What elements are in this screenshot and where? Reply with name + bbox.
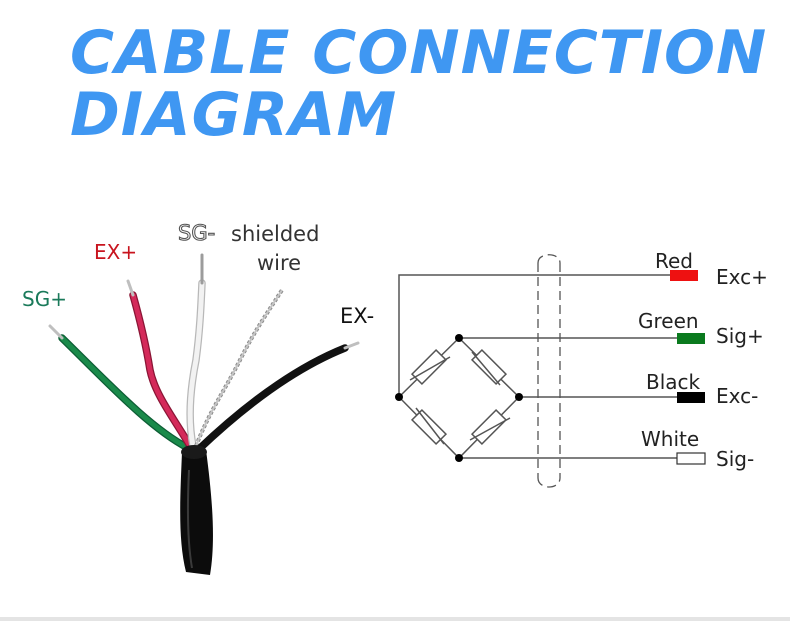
node-left [395,393,403,401]
wire-green-name: Green [638,309,699,333]
title-line-1: CABLE CONNECTION [70,18,768,88]
black-wire [194,344,349,454]
wire-red-signal: Exc+ [716,265,768,289]
strain-gauge-4 [469,408,511,446]
title-line-2: DIAGRAM [70,80,398,150]
strain-gauge-1 [409,348,451,386]
wire-white-signal: Sig- [716,447,754,471]
sg-minus-label: SG- [178,221,215,245]
wire-white-name: White [641,427,699,451]
sg-plus-label: SG+ [22,287,67,311]
wire-legend [670,270,706,465]
wire-black-name: Black [646,370,701,394]
green-swatch [677,333,705,344]
wire-green-signal: Sig+ [716,324,764,348]
cable-jacket [180,450,213,575]
ex-plus-label: EX+ [94,240,137,264]
cable-illustration [48,253,360,575]
black-swatch [677,392,705,403]
node-top [455,334,463,342]
cable-shield-outline [537,254,561,488]
strain-gauge-3 [410,407,448,446]
node-bottom [455,454,463,462]
node-right [515,393,523,401]
white-swatch [676,452,706,465]
shield-wire [194,288,284,447]
shielded-label-line-1: shielded [231,222,319,246]
bottom-divider [0,617,790,621]
ex-minus-label: EX- [340,304,374,328]
exc-plus-line [398,274,670,397]
strain-gauge-2 [470,348,508,386]
wire-black-signal: Exc- [716,384,758,408]
shielded-label-line-2: wire [257,251,301,275]
bridge-diamond [398,336,521,460]
red-swatch [670,270,698,281]
bridge-nodes [395,334,523,462]
bridge-schematic [398,254,677,488]
wire-red-name: Red [655,249,693,273]
diagram-title: CABLE CONNECTION DIAGRAM [70,22,767,146]
